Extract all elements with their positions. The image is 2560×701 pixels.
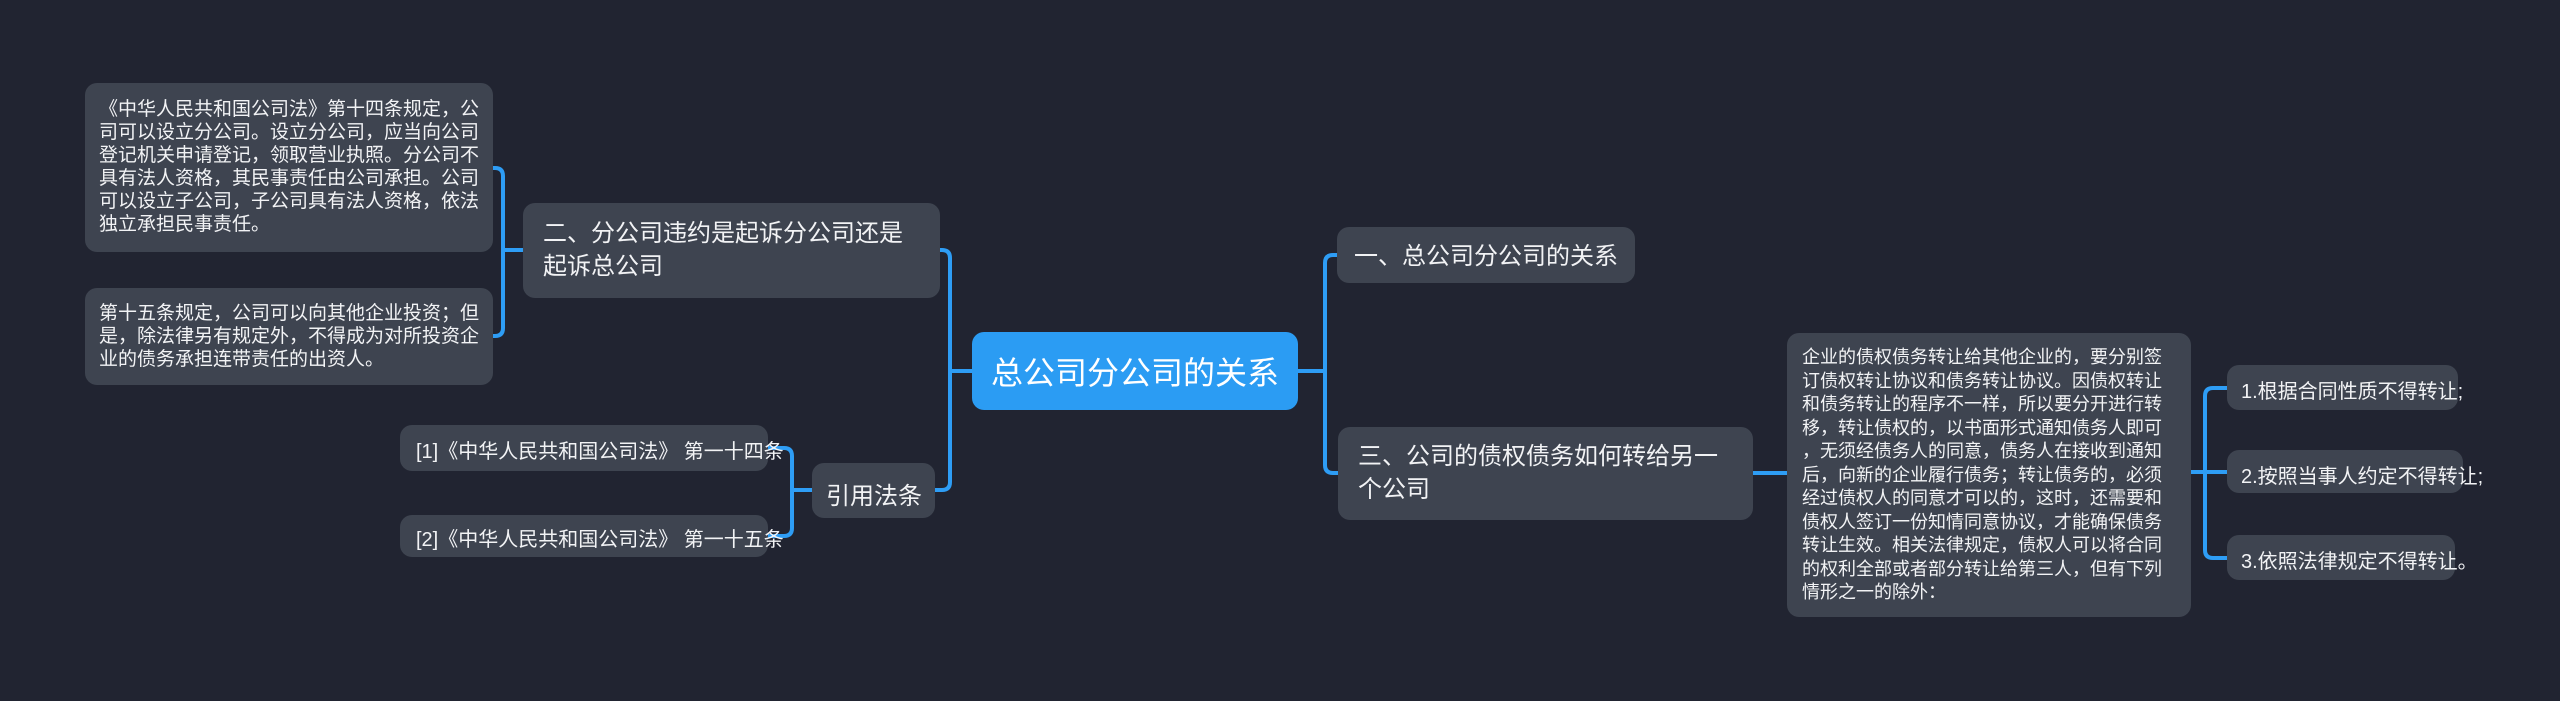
note-law-article-14[interactable]: 《中华人民共和国公司法》第十四条规定，公司可以设立分公司。设立分公司，应当向公司… (85, 83, 493, 252)
connector-right-trunk (1323, 253, 1340, 475)
exception-node-3[interactable]: 3.依照法律规定不得转让。 (2227, 535, 2478, 580)
exception-node-2[interactable]: 2.按照当事人约定不得转让; (2227, 450, 2483, 493)
branch-node-3[interactable]: 三、公司的债权债务如何转给另一个公司 (1338, 427, 1753, 520)
branch-node-2[interactable]: 二、分公司违约是起诉分公司还是起诉总公司 (523, 203, 940, 298)
note-law-article-15[interactable]: 第十五条规定，公司可以向其他企业投资；但是，除法律另有规定外，不得成为对所投资企… (85, 288, 493, 385)
citation-node-2[interactable]: [2]《中华人民共和国公司法》 第一十五条 (400, 515, 784, 557)
detail-paragraph-node[interactable]: 企业的债权债务转让给其他企业的，要分别签订债权转让协议和债务转让协议。因债权转让… (1787, 333, 2191, 617)
root-node[interactable]: 总公司分公司的关系 (972, 332, 1298, 410)
branch-node-1[interactable]: 一、总公司分公司的关系 (1337, 227, 1635, 283)
citation-node-1[interactable]: [1]《中华人民共和国公司法》 第一十四条 (400, 425, 784, 471)
citations-label-node[interactable]: 引用法条 (812, 463, 935, 518)
exception-node-1[interactable]: 1.根据合同性质不得转让; (2227, 365, 2463, 410)
